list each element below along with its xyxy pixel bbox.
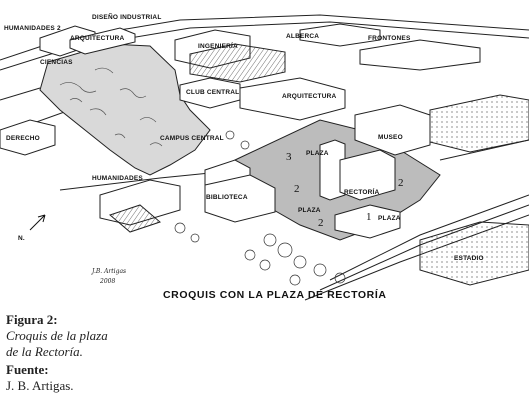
- source-text: J. B. Artigas.: [6, 378, 74, 393]
- figure-caption: Figura 2: Croquis de la plaza de la Rect…: [6, 312, 306, 394]
- zone-number-2-left: 2: [294, 183, 300, 195]
- label-arquitectura-top: ARQUITECTURA: [70, 35, 125, 42]
- label-club-central: CLUB CENTRAL: [186, 89, 239, 96]
- zone-number-2-right: 2: [398, 177, 404, 189]
- sketch-signature-year: 2008: [99, 278, 115, 285]
- label-diseno-industrial: DISEÑO INDUSTRIAL: [92, 12, 162, 21]
- campus-sketch: N. HUMANIDADES 2 DISEÑO INDUSTRIAL ARQUI…: [0, 12, 529, 301]
- figure-desc-line-2: de la Rectoría.: [6, 344, 83, 359]
- label-estadio: ESTADIO: [454, 255, 484, 262]
- trees: [174, 130, 346, 286]
- label-humanidades-2: HUMANIDADES 2: [4, 25, 61, 32]
- label-alberca: ALBERCA: [286, 33, 319, 40]
- campus-central-park: [39, 43, 211, 176]
- figure-desc-line-1: Croquis de la plaza: [6, 328, 108, 343]
- label-rectoria: RECTORÍA: [344, 187, 380, 196]
- north-arrow-icon: [29, 214, 46, 231]
- label-frontones: FRONTONES: [368, 35, 411, 42]
- sketch-title: CROQUIS CON LA PLAZA DE RECTORÍA: [163, 288, 387, 301]
- label-plaza-top: PLAZA: [306, 150, 329, 157]
- label-museo: MUSEO: [378, 134, 403, 141]
- north-label: N.: [18, 235, 25, 242]
- label-arquitectura: ARQUITECTURA: [282, 93, 337, 100]
- buildings: [0, 23, 529, 286]
- source-label: Fuente:: [6, 362, 49, 377]
- figure-label: Figura 2:: [6, 312, 58, 327]
- label-campus-central: CAMPUS CENTRAL: [160, 135, 224, 142]
- label-ciencias: CIENCIAS: [40, 59, 73, 66]
- label-plaza-mid: PLAZA: [298, 207, 321, 214]
- label-ingenieria: INGENIERÍA: [198, 41, 238, 50]
- zone-number-2-bottom: 2: [318, 217, 324, 229]
- zone-number-1: 1: [366, 211, 372, 223]
- label-plaza-right: PLAZA: [378, 215, 401, 222]
- sketch-signature: J.B. Artigas: [90, 268, 126, 275]
- label-derecho: DERECHO: [6, 135, 40, 142]
- label-humanidades: HUMANIDADES: [92, 175, 143, 182]
- zone-number-3: 3: [286, 151, 292, 163]
- label-biblioteca: BIBLIOTECA: [206, 194, 248, 201]
